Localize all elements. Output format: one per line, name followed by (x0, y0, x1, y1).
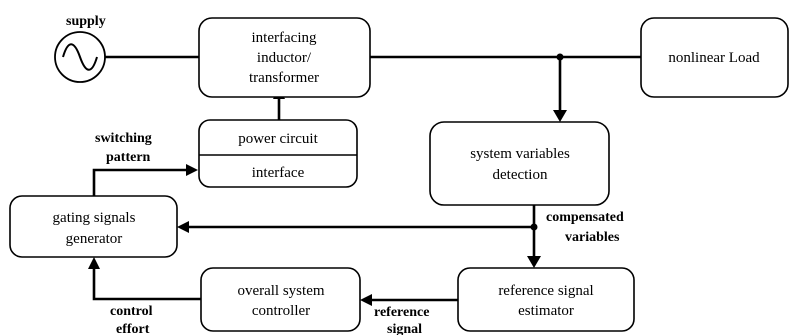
interface-label: interface (252, 165, 305, 181)
power-circuit-label: power circuit (238, 131, 318, 147)
detection-block: system variables detection (429, 121, 610, 206)
ac-supply-icon (54, 31, 106, 83)
control-label: control (110, 304, 153, 319)
bus-junction-dot (556, 53, 564, 61)
pattern-label: pattern (106, 150, 151, 165)
interfacing-line-1: interfacing (252, 30, 317, 46)
switching-label: switching (95, 131, 152, 146)
arrowhead-left-controller (360, 294, 372, 306)
power-circuit-block: power circuit interface (198, 119, 358, 188)
interfacing-line-3: transformer (249, 70, 319, 86)
controller-line-2: controller (252, 303, 310, 319)
gating-line-1: gating signals (53, 210, 136, 226)
detection-line-1: system variables (470, 146, 570, 162)
detection-to-gating-line (188, 205, 536, 229)
gating-to-power-line (92, 168, 188, 196)
arrowhead-down-estimator (527, 256, 541, 268)
variables-label: variables (565, 230, 620, 245)
nonlinear-load-block: nonlinear Load (640, 17, 789, 98)
estimator-line-1: reference signal (498, 283, 593, 299)
estimator-block: reference signal estimator (457, 267, 635, 332)
detection-line-2: detection (493, 167, 548, 183)
feedback-junction-dot (530, 223, 538, 231)
estimator-line-2: estimator (518, 303, 574, 319)
interfacing-line-2: inductor/ (257, 50, 312, 66)
supply-label: supply (66, 14, 106, 29)
controller-to-gating-line (92, 268, 201, 301)
reference-label: reference (374, 305, 429, 320)
interfacing-block: interfacing inductor/ transformer (198, 17, 371, 98)
effort-label: effort (116, 322, 150, 335)
compensated-label: compensated (546, 210, 624, 225)
gating-line-2: generator (66, 231, 123, 247)
controller-block: overall system controller (200, 267, 361, 332)
arrowhead-left-gating (177, 221, 189, 233)
load-label: nonlinear Load (668, 50, 760, 66)
arrowhead-up-gating (88, 257, 100, 269)
signal-label: signal (387, 322, 422, 335)
gating-generator-block: gating signals generator (9, 195, 178, 258)
arrowhead-down-detection (553, 110, 567, 122)
controller-line-1: overall system (237, 283, 324, 299)
arrowhead-right-power (186, 164, 198, 176)
